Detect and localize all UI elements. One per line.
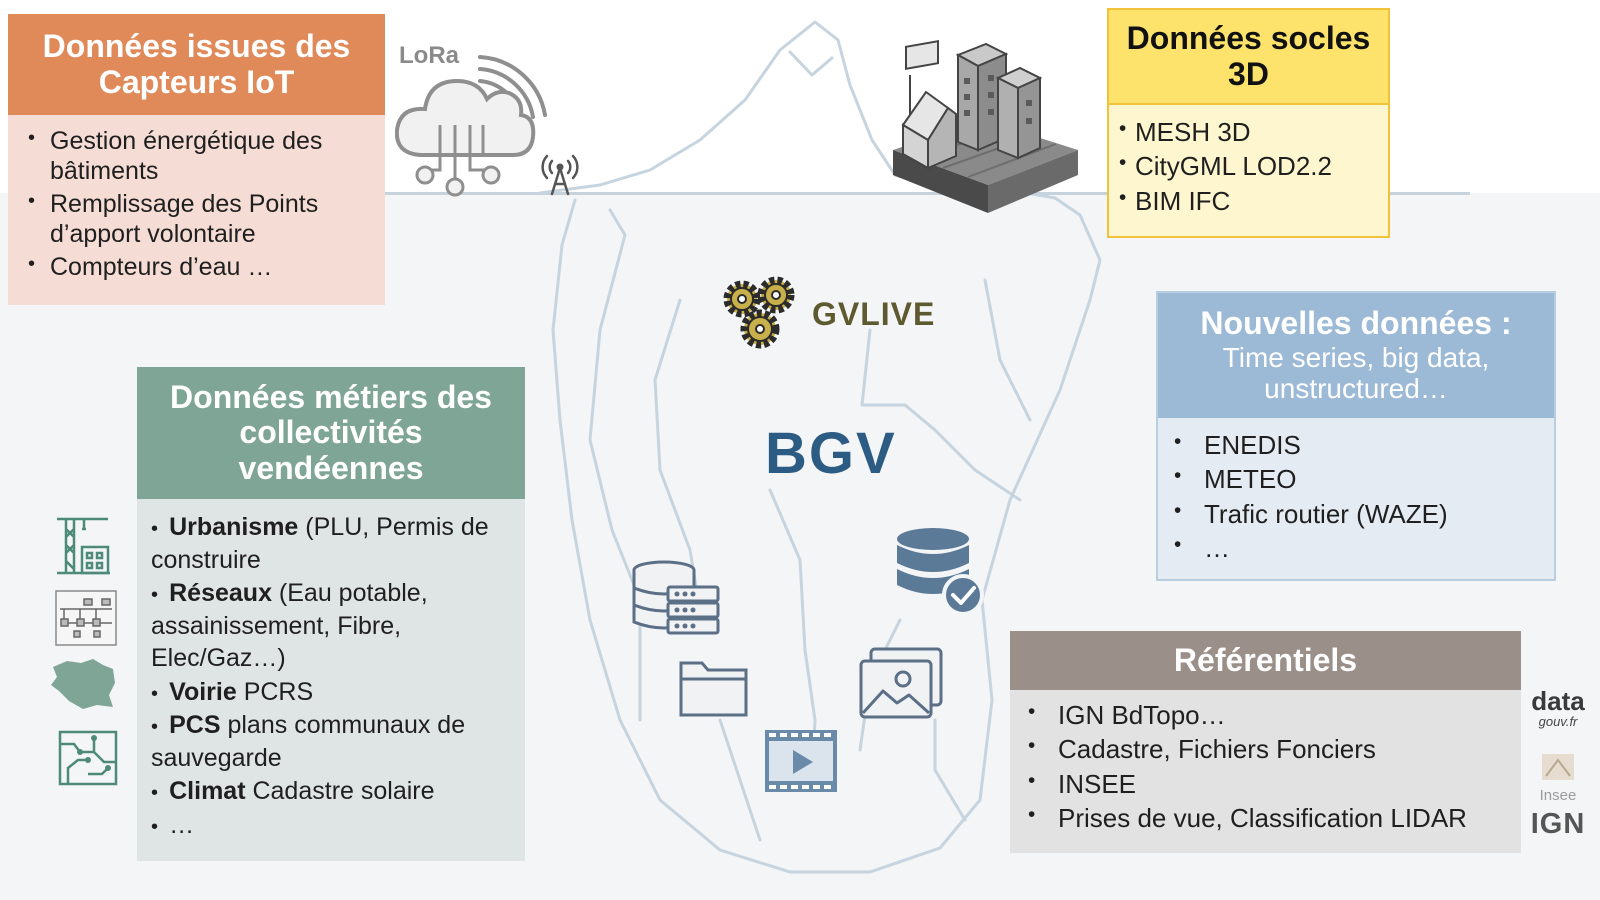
circuit-board-icon	[58, 730, 118, 786]
list-item: METEO	[1168, 462, 1544, 496]
building-crane-icon	[57, 517, 110, 575]
socles3d-title: Données socles 3D	[1109, 10, 1388, 105]
list-item: INSEE	[1022, 767, 1511, 801]
insee-mark-icon	[1542, 754, 1574, 780]
image-icon	[859, 647, 943, 719]
iceberg-body	[551, 196, 1102, 874]
list-item: IGN BdTopo…	[1022, 698, 1511, 732]
video-icon	[765, 730, 837, 792]
nouvelles-subtitle: Time series, big data, unstructured…	[1222, 342, 1490, 405]
bgv-label: BGV	[765, 421, 897, 486]
list-item: Gestion énergétique des bâtiments	[22, 127, 373, 186]
ign-logo: IGN	[1530, 808, 1586, 840]
nouvelles-list: ENEDIS METEO Trafic routier (WAZE) …	[1168, 428, 1544, 565]
iceberg-tip-crease	[788, 50, 834, 77]
data-gouv-logo: data gouv.fr	[1531, 686, 1585, 729]
socles3d-list: MESH 3D CityGML LOD2.2 BIM IFC	[1117, 115, 1380, 218]
list-item: …	[1168, 531, 1544, 565]
lora-cloud-icon	[395, 55, 547, 197]
folder-icon	[679, 661, 748, 717]
nouvelles-box: Nouvelles données : Time series, big dat…	[1156, 291, 1556, 582]
referentiels-list: IGN BdTopo… Cadastre, Fichiers Fonciers …	[1022, 698, 1511, 835]
nouvelles-title: Nouvelles données :	[1200, 305, 1512, 342]
referentiels-box: Référentiels IGN BdTopo… Cadastre, Fichi…	[1010, 631, 1521, 854]
list-item: Compteurs d’eau …	[22, 253, 373, 283]
insee-logo: Insee	[1527, 752, 1589, 804]
list-item: Voirie PCRS	[151, 676, 515, 709]
gvlive-label: GVLIVE	[812, 296, 936, 332]
metiers-title: Données métiers des collectivités vendée…	[137, 367, 525, 499]
list-item: Cadastre, Fichiers Fonciers	[1022, 732, 1511, 766]
list-item: Climat Cadastre solaire	[151, 775, 515, 808]
database-check-icon	[897, 528, 984, 616]
lora-label: LoRa	[399, 42, 459, 69]
vendee-map-icon	[51, 659, 115, 709]
gears-icon	[723, 276, 795, 349]
socles3d-box: Données socles 3D MESH 3D CityGML LOD2.2…	[1107, 8, 1390, 238]
metiers-box: Données métiers des collectivités vendée…	[137, 367, 525, 861]
list-item: Trafic routier (WAZE)	[1168, 497, 1544, 531]
list-item: Remplissage des Points d’apport volontai…	[22, 190, 373, 249]
iot-list: Gestion énergétique des bâtiments Rempli…	[22, 127, 373, 283]
metiers-list: Urbanisme (PLU, Permis de construire Rés…	[137, 499, 525, 861]
referentiels-title: Référentiels	[1010, 631, 1521, 690]
server-icon	[632, 560, 720, 635]
antenna-icon	[541, 154, 579, 196]
iot-title: Données issues des Capteurs IoT	[8, 14, 385, 115]
waterline	[360, 192, 1470, 195]
nouvelles-header: Nouvelles données : Time series, big dat…	[1158, 293, 1554, 418]
list-item: MESH 3D	[1117, 115, 1380, 149]
list-item: Prises de vue, Classification LIDAR	[1022, 801, 1511, 835]
list-item: BIM IFC	[1117, 184, 1380, 218]
network-plan-icon	[55, 590, 117, 646]
list-item: …	[151, 809, 515, 842]
list-item: PCS plans communaux de sauvegarde	[151, 709, 515, 774]
list-item: Urbanisme (PLU, Permis de construire	[151, 511, 515, 576]
list-item: CityGML LOD2.2	[1117, 149, 1380, 183]
3d-city-icon	[893, 40, 1078, 213]
list-item: ENEDIS	[1168, 428, 1544, 462]
list-item: Réseaux (Eau potable, assainissement, Fi…	[151, 577, 515, 675]
iot-box: Données issues des Capteurs IoT Gestion …	[8, 14, 385, 305]
